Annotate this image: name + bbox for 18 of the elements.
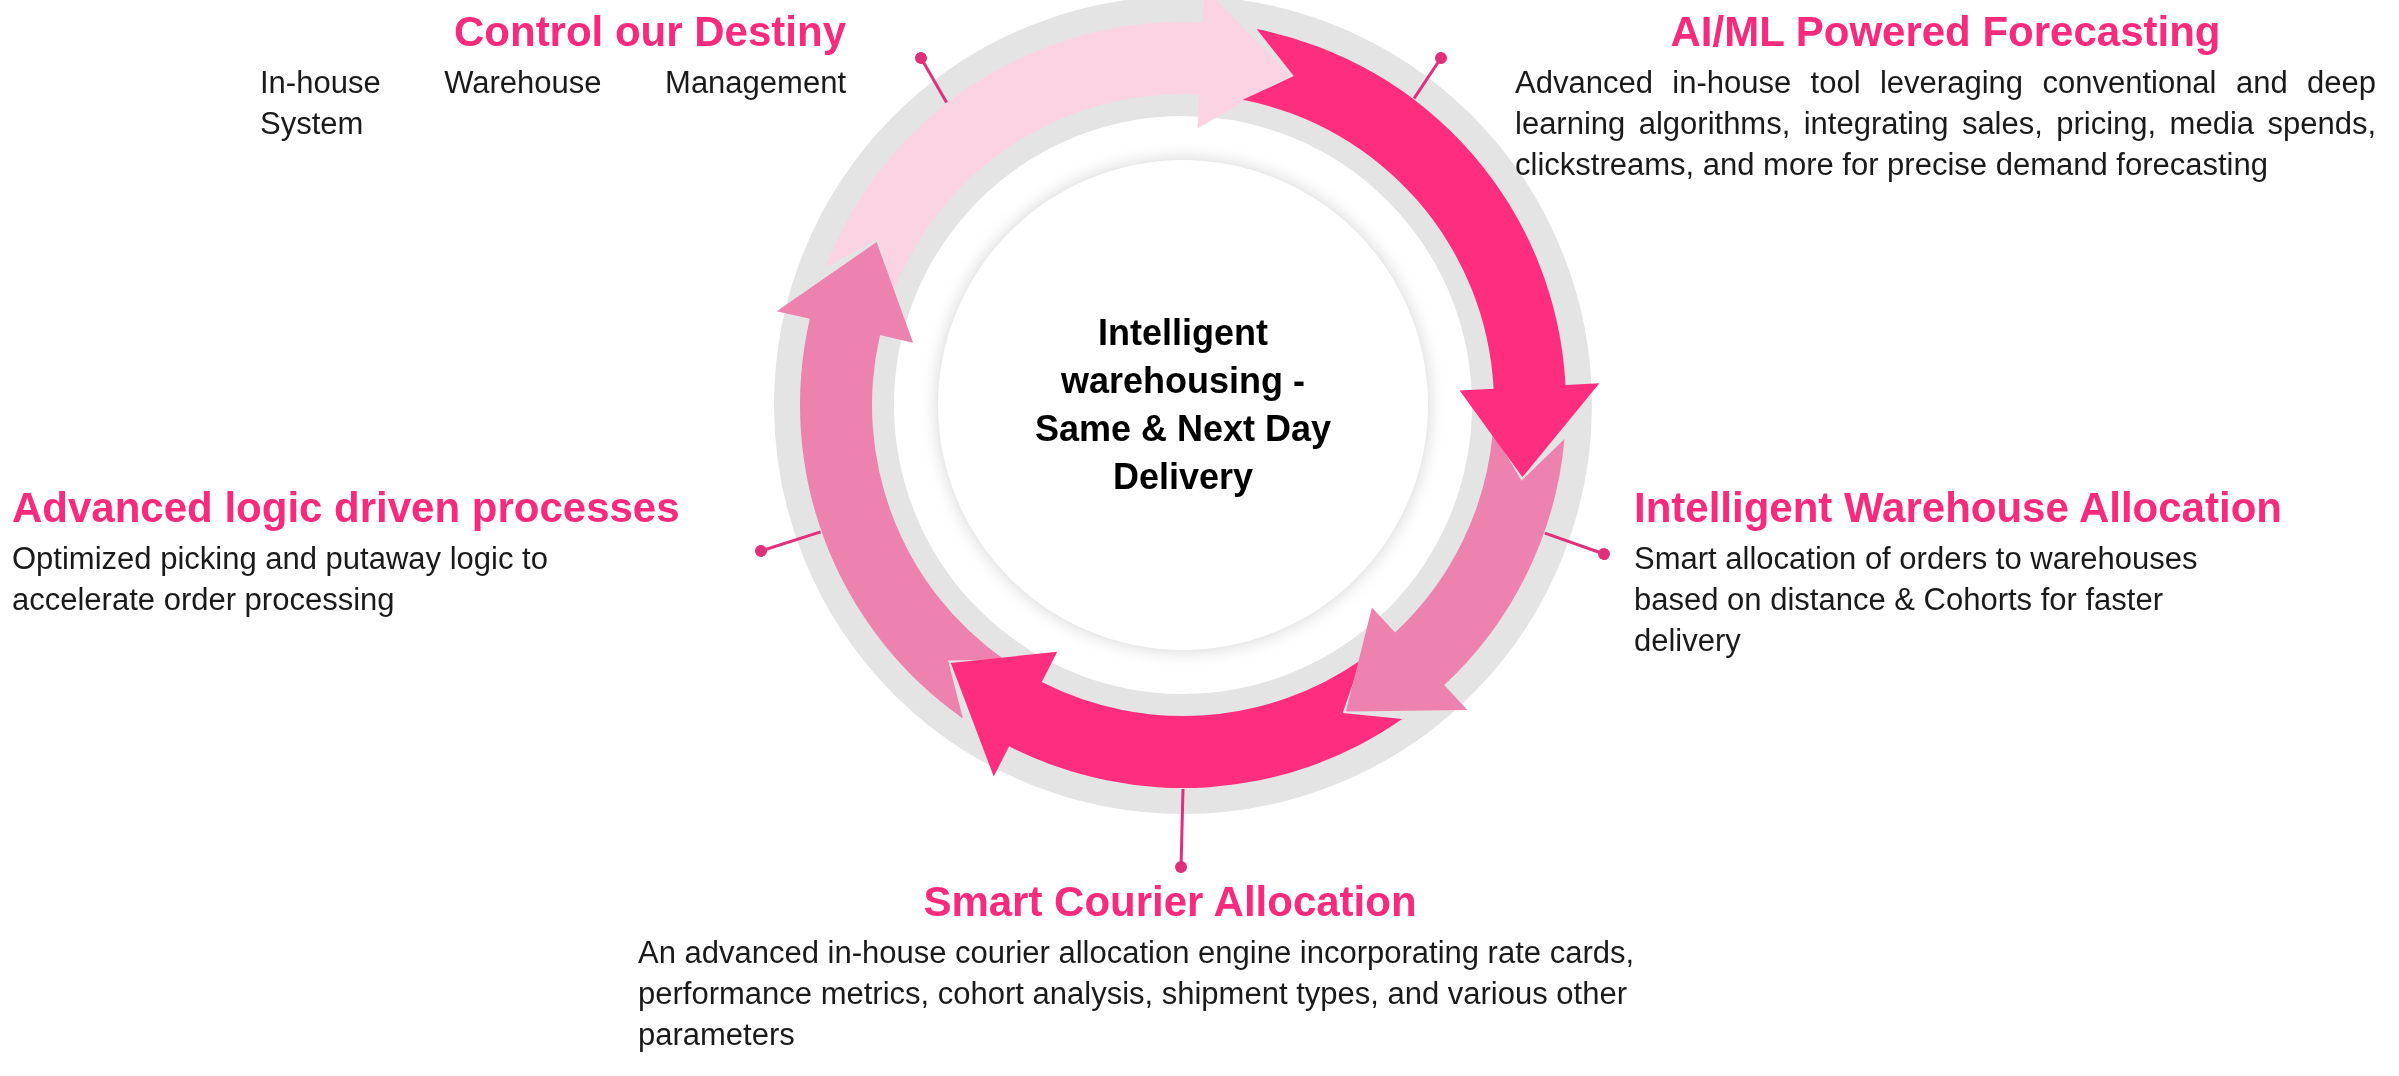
description: In-house Warehouse Management System xyxy=(260,64,846,143)
leader-line xyxy=(1175,788,1187,873)
hub-circle: Intelligent warehousing - Same & Next Day Delivery xyxy=(938,160,1428,650)
ring-segment xyxy=(950,651,1403,789)
description: Smart allocation of orders to warehouses based on distance & Cohorts for faster delivery xyxy=(1634,540,2199,660)
description: Advanced in-house tool leveraging conventional and deep learning algorithms, integrating sales, pricing, media spends, clickstreams, and more for precise demand forecasting xyxy=(1515,64,2376,184)
heading: Advanced logic driven processes xyxy=(12,484,681,532)
description: Optimized picking and putaway logic to accelerate order processing xyxy=(12,540,549,619)
description: An advanced in-house courier allocation engine incorporating rate cards, performance metrics, cohort analysis, shipment types, and various other parameters xyxy=(638,934,1636,1054)
heading: Control our Destiny xyxy=(453,8,846,56)
leader-line xyxy=(1412,52,1447,100)
leader-line xyxy=(755,530,822,557)
leader-line xyxy=(915,52,948,104)
leader-line xyxy=(1544,531,1610,560)
heading: Intelligent Warehouse Allocation xyxy=(1634,484,2283,532)
ring-segment xyxy=(776,242,1005,719)
heading: AI/ML Powered Forecasting xyxy=(1669,8,2222,56)
heading: Smart Courier Allocation xyxy=(922,878,1418,926)
